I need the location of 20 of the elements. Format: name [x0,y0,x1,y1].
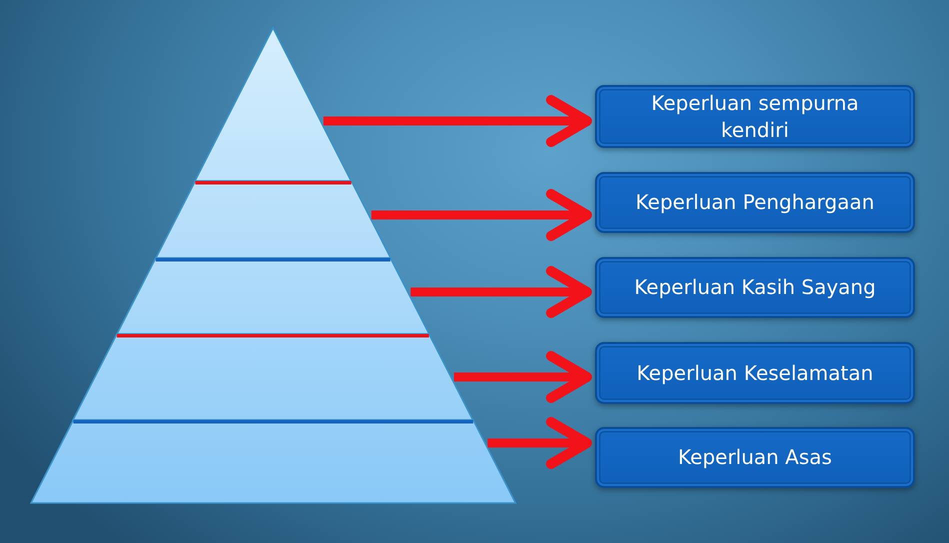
arrow [488,417,592,469]
level-box [595,172,915,233]
pyramid-layer [156,181,390,258]
pyramid-layer [194,28,352,181]
pyramid-layer [73,334,473,420]
level-label: Keperluan Kasih Sayang [634,274,876,301]
level-box [595,342,915,404]
arrow [371,189,592,241]
level-label: Keperluan Asas [678,444,832,471]
arrow [323,95,592,147]
level-box [595,85,915,148]
level-label: Keperluan Keselamatan [636,360,874,386]
level-label: Keperluan Penghargaan [636,189,874,216]
level-box [595,427,915,488]
level-label: Keperluan sempurna kendiri [650,90,860,144]
arrow [410,266,592,318]
level-box [595,257,915,318]
pyramid-layer [116,258,430,334]
pyramid-layer [30,420,516,503]
arrow [454,351,592,403]
